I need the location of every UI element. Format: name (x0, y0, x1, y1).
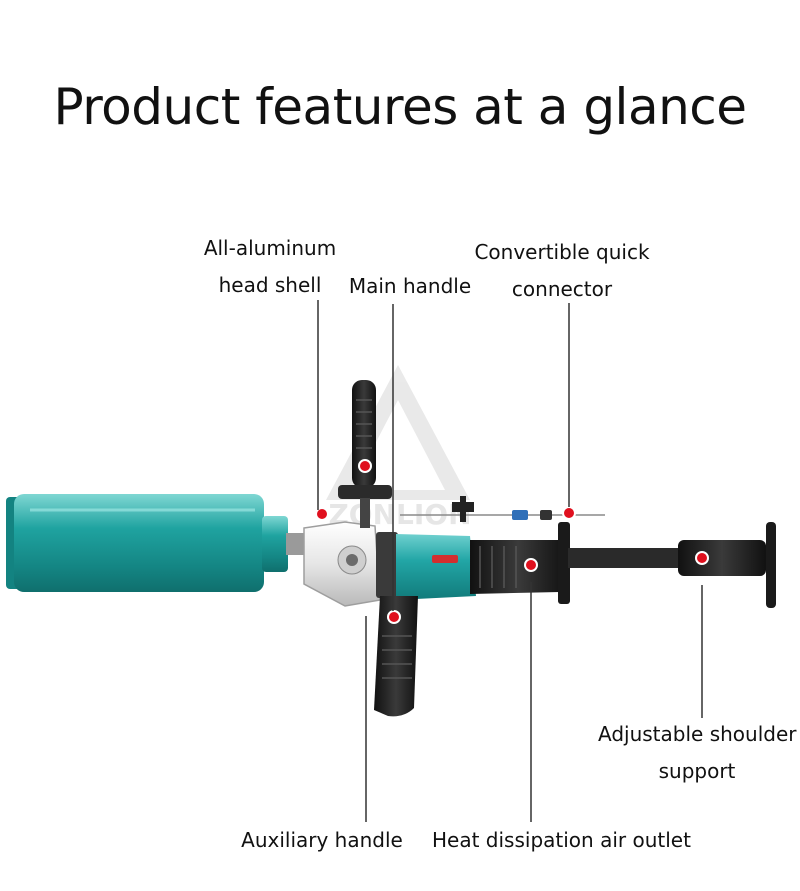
marker-quick-connector (562, 506, 576, 520)
label-shoulder-support-line1: Adjustable shoulder (598, 722, 797, 746)
label-head-shell-line1: All-aluminum (203, 236, 337, 260)
marker-auxiliary-handle (358, 459, 372, 473)
label-quick-connector-line2: connector (511, 277, 613, 301)
label-head-shell-line2: head shell (218, 273, 322, 297)
label-quick-connector: Convertible quick connector (472, 234, 652, 308)
marker-head-shell (315, 507, 329, 521)
auxiliary-top-handle (338, 380, 392, 528)
label-shoulder-support-line2: support (658, 759, 736, 783)
head-shell (303, 521, 398, 607)
leader-lines (317, 300, 703, 822)
label-air-outlet: Heat dissipation air outlet (432, 828, 691, 852)
motor-body (396, 534, 566, 600)
main-handle-grip (374, 596, 418, 717)
label-head-shell: All-aluminum head shell (202, 230, 338, 304)
core-bit (6, 494, 308, 592)
marker-air-outlet (524, 558, 538, 572)
label-main-handle: Main handle (348, 274, 472, 298)
label-shoulder-support: Adjustable shoulder support (598, 716, 796, 790)
label-quick-connector-line1: Convertible quick (474, 240, 650, 264)
label-auxiliary-handle: Auxiliary handle (241, 828, 403, 852)
marker-main-handle (387, 610, 401, 624)
marker-shoulder-support (695, 551, 709, 565)
watermark-logo: ZONLION (326, 365, 472, 531)
page-title: Product features at a glance (53, 78, 747, 136)
shoulder-support (558, 522, 776, 608)
